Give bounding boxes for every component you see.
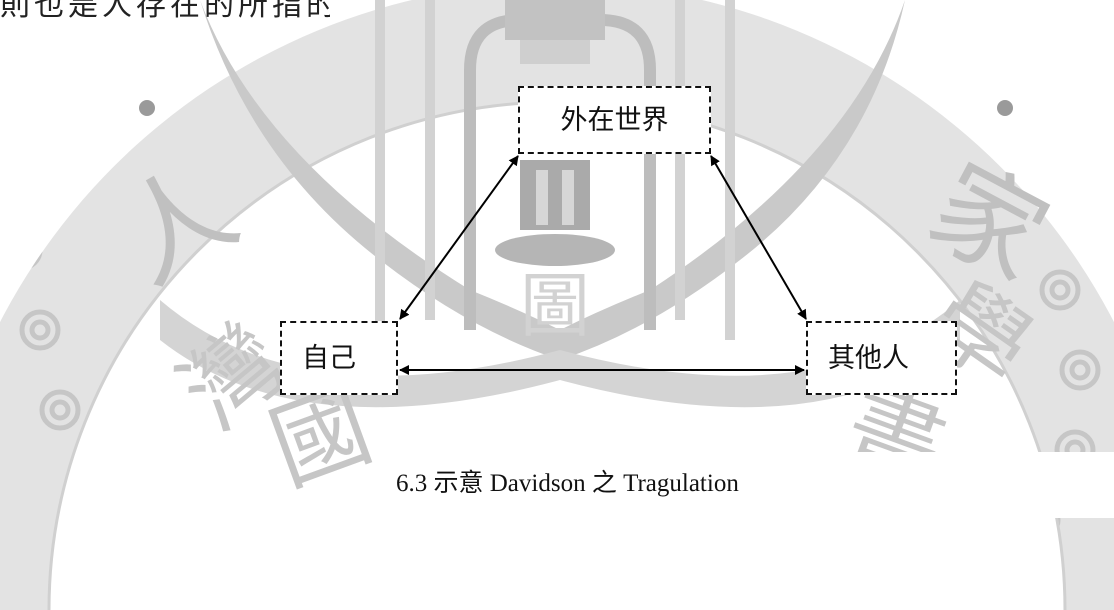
node-self: 自己 [280, 321, 398, 395]
arrow-world-self [399, 155, 519, 320]
cropped-text: 則也是人存在的所指的 [0, 0, 330, 22]
node-outer-world: 外在世界 [518, 86, 711, 154]
node-self-label: 自己 [302, 342, 356, 374]
figure-caption: 6.3 示意 Davidson 之 Tragulation [396, 470, 739, 497]
svg-text:圖: 圖 [520, 265, 590, 347]
node-outer-world-label: 外在世界 [560, 104, 669, 136]
cropped-text-fragment: 則也是人存在的所指的 [0, 0, 330, 22]
caption-background [378, 452, 1114, 518]
node-others-label: 其他人 [828, 342, 909, 374]
arrow-world-others [710, 155, 807, 320]
node-others: 其他人 [806, 321, 957, 395]
